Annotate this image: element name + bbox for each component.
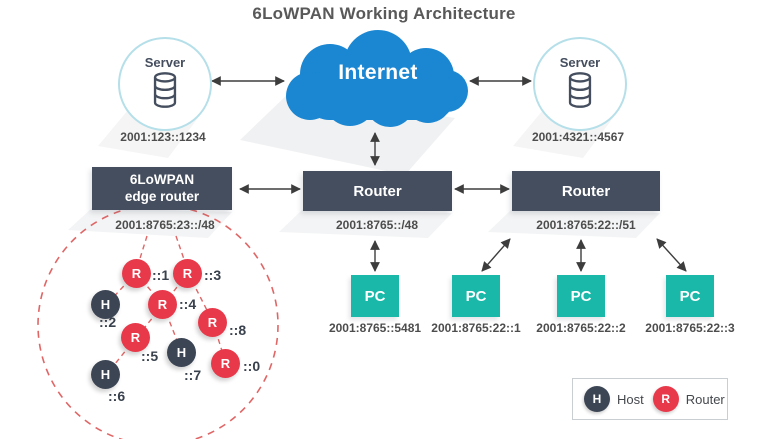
mesh-node-label: ::7 xyxy=(184,367,202,383)
mesh-node-router-4: R xyxy=(148,290,177,319)
edge-router-label-line2: edge router xyxy=(124,188,200,204)
page-title: 6LoWPAN Working Architecture xyxy=(252,4,516,23)
link-arrows xyxy=(211,76,687,272)
pc-4: PC xyxy=(666,275,714,317)
router-1-address: 2001:8765::/48 xyxy=(335,218,419,232)
edge-router-address: 2001:8765:23::/48 xyxy=(115,218,215,232)
pc-2: PC xyxy=(452,275,500,317)
mesh-node-router-3: R xyxy=(173,259,202,288)
server-left: Server xyxy=(118,37,212,131)
mesh-node-label: ::2 xyxy=(99,314,117,330)
pc-1-address: 2001:8765::5481 xyxy=(328,321,422,335)
mesh-node-host-6: H xyxy=(91,360,120,389)
router-2-address: 2001:8765:22::/51 xyxy=(536,218,636,232)
mesh-node-label: ::1 xyxy=(152,267,170,283)
mesh-node-router-1: R xyxy=(122,259,151,288)
mesh-node-label: ::8 xyxy=(229,322,247,338)
legend-router-label: Router xyxy=(685,391,725,407)
mesh-node-router-5: R xyxy=(121,323,150,352)
mesh-node-router-0: R xyxy=(211,349,240,378)
internet-cloud xyxy=(286,30,468,127)
edge-router-box: 6LoWPAN edge router xyxy=(92,167,232,210)
server-right-label: Server xyxy=(559,54,601,70)
legend-host-label: Host xyxy=(617,391,644,407)
server-right: Server xyxy=(533,37,627,131)
mesh-node-host-2: H xyxy=(91,290,120,319)
mesh-node-router-8: R xyxy=(198,308,227,337)
mesh-node-label: ::5 xyxy=(141,348,159,364)
server-left-address: 2001:123::1234 xyxy=(120,130,206,144)
internet-label: Internet xyxy=(338,61,418,84)
legend-router-icon: R xyxy=(652,386,679,412)
pc-3: PC xyxy=(557,275,605,317)
mesh-node-host-7: H xyxy=(167,338,196,367)
pc-1: PC xyxy=(351,275,399,317)
pc-2-address: 2001:8765:22::1 xyxy=(431,321,521,335)
database-icon xyxy=(149,71,181,114)
mesh-node-label: ::6 xyxy=(108,388,126,404)
pc-3-address: 2001:8765:22::2 xyxy=(536,321,626,335)
legend-host-icon: H xyxy=(584,386,610,412)
legend: H Host R Router xyxy=(572,378,728,420)
router-2-box: Router xyxy=(512,171,660,211)
database-icon xyxy=(564,71,596,114)
mesh-node-label: ::4 xyxy=(179,296,197,312)
pc-4-address: 2001:8765:22::3 xyxy=(645,321,735,335)
mesh-node-label: ::0 xyxy=(243,358,261,374)
server-right-address: 2001:4321::4567 xyxy=(531,130,625,144)
mesh-node-label: ::3 xyxy=(204,267,222,283)
router-1-box: Router xyxy=(303,171,452,211)
server-left-label: Server xyxy=(144,54,186,70)
edge-router-label-line1: 6LoWPAN xyxy=(129,171,195,187)
